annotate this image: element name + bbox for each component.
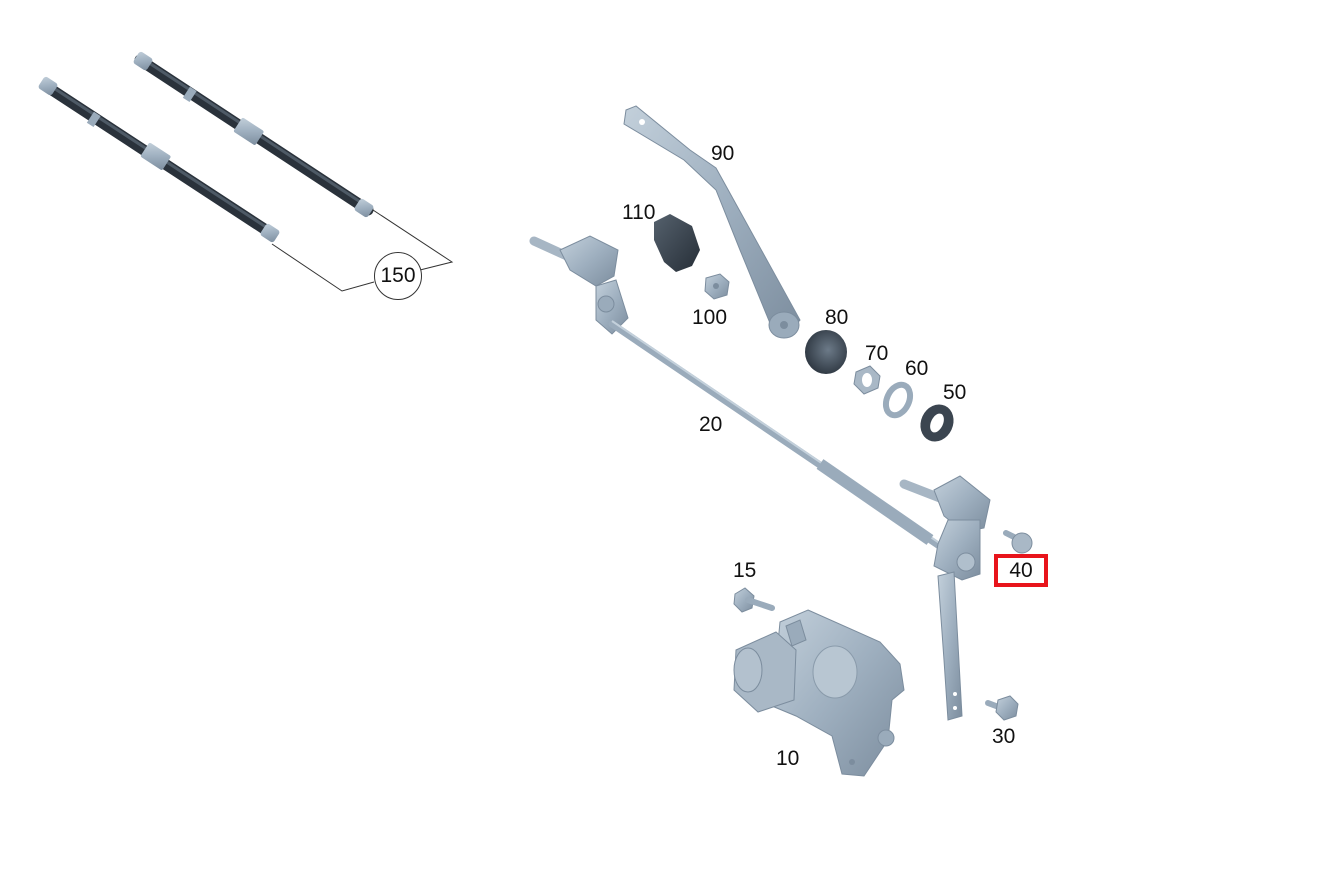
- part-label-70[interactable]: 70: [865, 342, 889, 365]
- part-label-80[interactable]: 80: [825, 306, 849, 329]
- part-label-10[interactable]: 10: [776, 747, 800, 770]
- wiper-blade-set-part[interactable]: [37, 51, 454, 292]
- leader-line-150b: [372, 209, 454, 271]
- washer-part[interactable]: [881, 381, 914, 419]
- motor-bolt-part[interactable]: [733, 587, 775, 613]
- part-label-100[interactable]: 100: [692, 306, 728, 329]
- wiper-arm-part[interactable]: [623, 105, 801, 339]
- part-label-30[interactable]: 30: [992, 725, 1016, 748]
- seal-grommet-part[interactable]: [914, 399, 959, 447]
- arm-nut-part[interactable]: [704, 273, 730, 300]
- pivot-bolt-part[interactable]: [1003, 530, 1033, 554]
- part-label-40-highlighted[interactable]: 40: [994, 554, 1048, 587]
- part-label-15[interactable]: 15: [733, 559, 757, 582]
- leader-line-150a: [271, 243, 375, 292]
- part-callout-150[interactable]: 150: [374, 252, 422, 300]
- part-label-110[interactable]: 110: [622, 201, 656, 224]
- wiper-motor-part[interactable]: [733, 609, 905, 777]
- part-label-50[interactable]: 50: [943, 381, 967, 404]
- wiper-blade-right[interactable]: [132, 51, 374, 218]
- part-label-90[interactable]: 90: [711, 142, 735, 165]
- arm-cover-cap-part[interactable]: [654, 214, 700, 272]
- linkage-bolt-part[interactable]: [985, 695, 1019, 721]
- part-label-60[interactable]: 60: [905, 357, 929, 380]
- wiper-linkage-part[interactable]: [529, 235, 991, 721]
- nut-cover-cap-part[interactable]: [805, 330, 847, 374]
- part-label-20[interactable]: 20: [699, 413, 723, 436]
- hex-nut-part[interactable]: [853, 365, 881, 395]
- wiper-blade-left[interactable]: [37, 76, 280, 243]
